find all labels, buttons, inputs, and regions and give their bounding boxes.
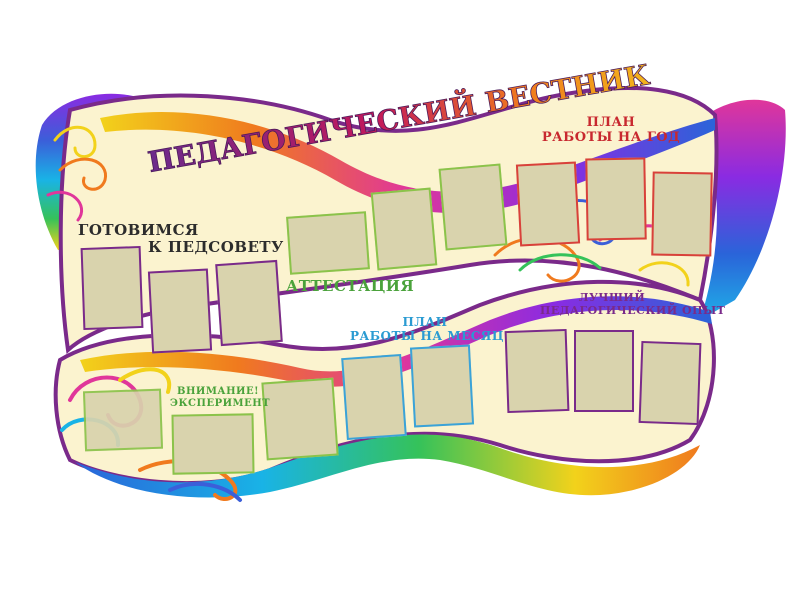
pocket-attestation-3 — [438, 163, 508, 251]
label-plan-year-line1: ПЛАН — [586, 115, 636, 130]
pocket-pedsovet-3 — [215, 259, 283, 347]
pocket-attestation-2 — [370, 187, 438, 271]
lower-ribbon-top — [80, 296, 712, 387]
label-experiment: ВНИМАНИЕ! ЭКСПЕРИМЕНТ — [170, 386, 271, 409]
label-plan-year: ПЛАН РАБОТЫ НА ГОД — [540, 115, 682, 146]
swirl-ornament-top-left — [46, 125, 107, 222]
pocket-pedsovet-1 — [80, 245, 144, 331]
label-experiment-line2: ЭКСПЕРИМЕНТ — [170, 397, 271, 409]
pocket-best-experience-2 — [574, 330, 634, 412]
label-best-experience: ЛУЧШИЙ ПЕДАГОГИЧЕСКИЙ ОПЫТ — [540, 291, 726, 317]
label-plan-month: ПЛАН РАБОТЫ НА МЕСЯЦ — [350, 315, 504, 344]
label-best-experience-line2: ПЕДАГОГИЧЕСКИЙ ОПЫТ — [540, 303, 726, 317]
label-experiment-line1: ВНИМАНИЕ! — [177, 386, 259, 397]
pocket-best-experience-3 — [638, 340, 702, 426]
pocket-plan-month-1 — [341, 354, 407, 440]
pocket-plan-year-2 — [585, 157, 647, 241]
pocket-experiment-2 — [171, 413, 255, 475]
label-pedsovet: ГОТОВИМСЯ К ПЕДСОВЕТУ — [78, 221, 284, 257]
pocket-plan-year-3 — [651, 171, 713, 257]
label-plan-month-line2: РАБОТЫ НА МЕСЯЦ — [350, 328, 504, 343]
pocket-plan-month-2 — [409, 344, 475, 428]
label-pedsovet-line2: К ПЕДСОВЕТУ — [148, 238, 284, 257]
right-wing — [700, 99, 786, 320]
pocket-attestation-1 — [286, 211, 370, 275]
pocket-experiment-1 — [82, 388, 164, 452]
label-plan-year-line2: РАБОТЫ НА ГОД — [541, 129, 681, 145]
pocket-plan-year-1 — [515, 161, 581, 247]
label-plan-month-line1: ПЛАН — [402, 315, 448, 329]
pocket-pedsovet-2 — [147, 268, 213, 354]
pocket-experiment-3 — [261, 377, 339, 461]
pocket-best-experience-1 — [504, 328, 570, 414]
label-pedsovet-line1: ГОТОВИМСЯ — [78, 221, 199, 239]
label-attestation: АТТЕСТАЦИЯ — [286, 277, 415, 295]
label-best-experience-line1: ЛУЧШИЙ — [578, 291, 646, 304]
